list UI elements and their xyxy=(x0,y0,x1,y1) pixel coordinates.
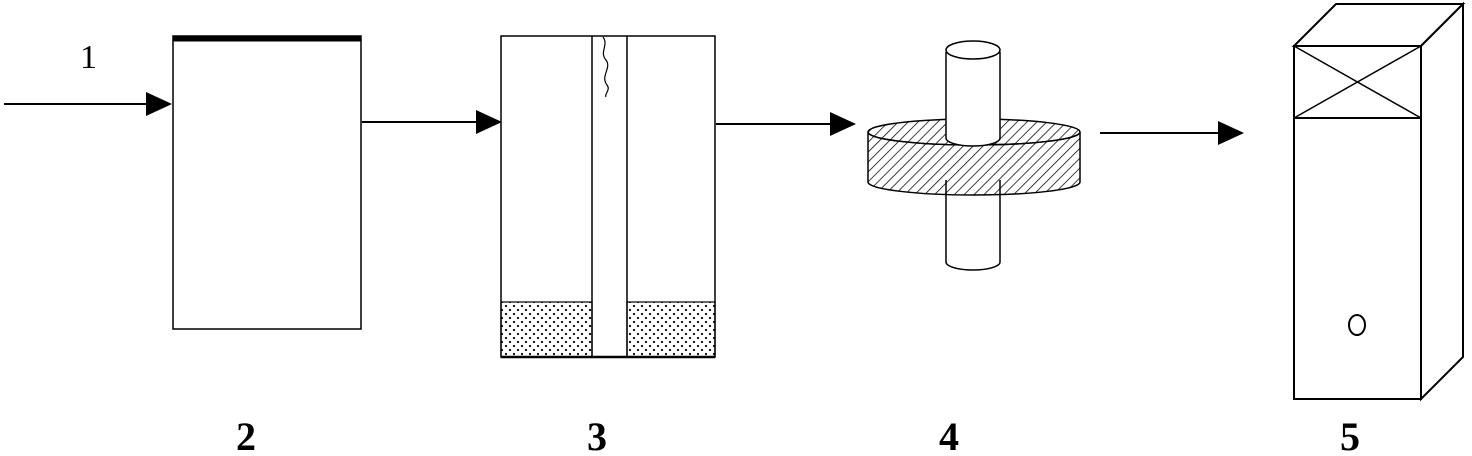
component-5-column xyxy=(1291,1,1466,402)
label-step-3: 3 xyxy=(587,414,607,456)
input-arrow xyxy=(4,92,172,116)
component-3-settler xyxy=(500,35,716,359)
arrow-3-to-4 xyxy=(716,112,856,136)
label-step-5: 5 xyxy=(1340,414,1360,456)
arrow-2-to-3 xyxy=(362,110,502,134)
label-input: 1 xyxy=(80,39,97,76)
label-step-2: 2 xyxy=(236,414,256,456)
component-4-filter-disc xyxy=(867,40,1081,271)
label-step-4: 4 xyxy=(939,414,959,456)
arrow-4-to-5 xyxy=(1100,121,1244,145)
component-2-tank xyxy=(172,35,362,330)
